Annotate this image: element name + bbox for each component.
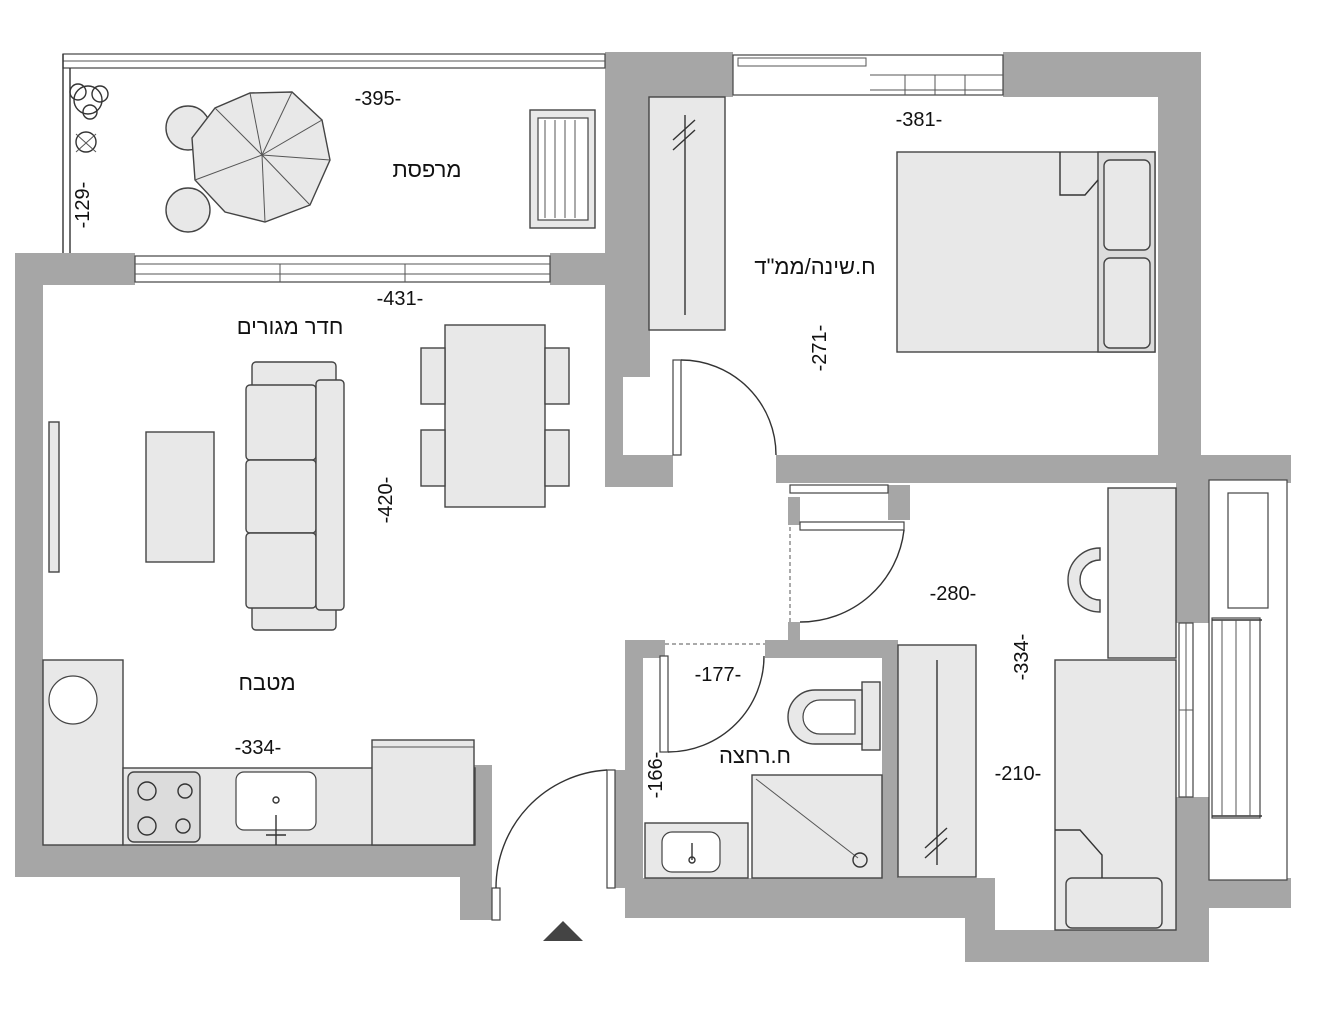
wall-door-jamb-bottom	[788, 622, 800, 640]
wall-living-top-left	[15, 253, 135, 285]
wall-room2-right-upper	[1176, 455, 1209, 623]
dim-balcony-width: -395-	[355, 88, 402, 110]
label-balcony: מרפסת	[392, 157, 461, 182]
wall-room2-right-cap	[1209, 878, 1291, 908]
wall-living-left	[15, 253, 43, 877]
dim-bedroom-width: -381-	[896, 109, 943, 131]
bedroom-door-swing	[680, 359, 777, 456]
wall-bedroom-right	[1158, 52, 1201, 482]
wall-right-cap	[1265, 455, 1291, 483]
bath-door-swing	[667, 655, 765, 753]
pillow-1	[1103, 159, 1151, 251]
wall-bath-left	[625, 640, 643, 918]
entrance-triangle-icon	[543, 921, 583, 941]
dining-chair-1	[420, 347, 446, 405]
tv-unit	[48, 421, 60, 573]
wall-bedroom-bottom	[776, 455, 1291, 483]
bedroom-furniture	[648, 96, 1156, 353]
washing-machine	[48, 675, 98, 725]
room2-door-swing	[799, 529, 905, 623]
desk	[1107, 487, 1177, 659]
dim-bath-depth: -166-	[645, 752, 667, 799]
entry-door-leaf[interactable]	[606, 769, 616, 889]
hall-slider	[789, 484, 889, 494]
wall-door-jamb-top	[788, 497, 800, 525]
dining-chair-4	[544, 429, 570, 487]
living-furniture	[145, 324, 570, 631]
windows	[48, 53, 1288, 881]
dim-living-width: -431-	[377, 288, 424, 310]
label-kitchen: מטבח	[238, 670, 295, 695]
dim-bath-width: -177-	[695, 664, 742, 686]
room-labels: מרפסת ח.שינה/ממ"ד חדר מגורים מטבח ח.רחצה	[237, 157, 876, 768]
balcony-furniture	[69, 83, 596, 233]
plant-icon	[69, 83, 109, 153]
dim-room2-width: -210-	[995, 763, 1042, 785]
kitchen-cabinet	[371, 739, 475, 846]
dim-living-depth: -420-	[375, 477, 397, 524]
single-bed-pillow	[1065, 877, 1163, 929]
dim-room2-depth: -334-	[1011, 634, 1033, 681]
pillow-2	[1103, 257, 1151, 349]
doors	[491, 359, 905, 921]
room2-furniture	[897, 487, 1177, 931]
wall-room2-bottom	[965, 930, 1209, 962]
coffee-table	[145, 431, 215, 563]
wardrobe-bedroom	[648, 96, 726, 331]
wall-bath-top-left	[625, 640, 665, 658]
wall-bedroom-top-left	[605, 52, 733, 97]
kitchen-furniture	[42, 659, 476, 846]
wall-living-top-right	[550, 253, 610, 285]
wall-bath-right	[882, 640, 898, 898]
bath-door-leaf[interactable]	[659, 655, 669, 753]
dim-kitchen-width: -334-	[235, 737, 282, 759]
wall-living-bottom	[15, 845, 475, 877]
wall-bath-bottom	[625, 878, 995, 918]
dining-table	[444, 324, 546, 508]
dining-chair-3	[544, 347, 570, 405]
utility-unit	[1227, 492, 1269, 609]
wall-hall-stub	[888, 485, 910, 520]
stove	[127, 771, 201, 843]
desk-chair	[1067, 547, 1101, 613]
dimension-labels: -395- -129- -381- -271- -431- -420- -280…	[72, 88, 1041, 798]
entry-door-jamb	[491, 887, 501, 921]
umbrella	[191, 91, 331, 223]
dining-chair-2	[420, 429, 446, 487]
label-bathroom: ח.רחצה	[719, 743, 791, 768]
dim-bedroom-depth: -271-	[809, 325, 831, 372]
wall-bath-top-right	[765, 640, 897, 658]
dim-balcony-depth: -129-	[72, 182, 94, 229]
room2-door-leaf[interactable]	[799, 521, 905, 531]
living-window	[134, 255, 551, 283]
entry-door-swing	[495, 769, 608, 889]
wall-bedroom-bottom-left	[605, 455, 673, 487]
bathroom-furniture	[644, 681, 883, 879]
toilet-tank	[861, 681, 881, 751]
wall-central-upper	[605, 52, 650, 377]
balcony-chair-2	[165, 187, 211, 233]
label-living: חדר מגורים	[237, 314, 344, 339]
dim-hall-width: -280-	[930, 583, 977, 605]
bath-sink	[661, 831, 721, 873]
bedroom-door-leaf[interactable]	[672, 359, 682, 456]
label-bedroom: ח.שינה/ממ"ד	[754, 254, 875, 279]
